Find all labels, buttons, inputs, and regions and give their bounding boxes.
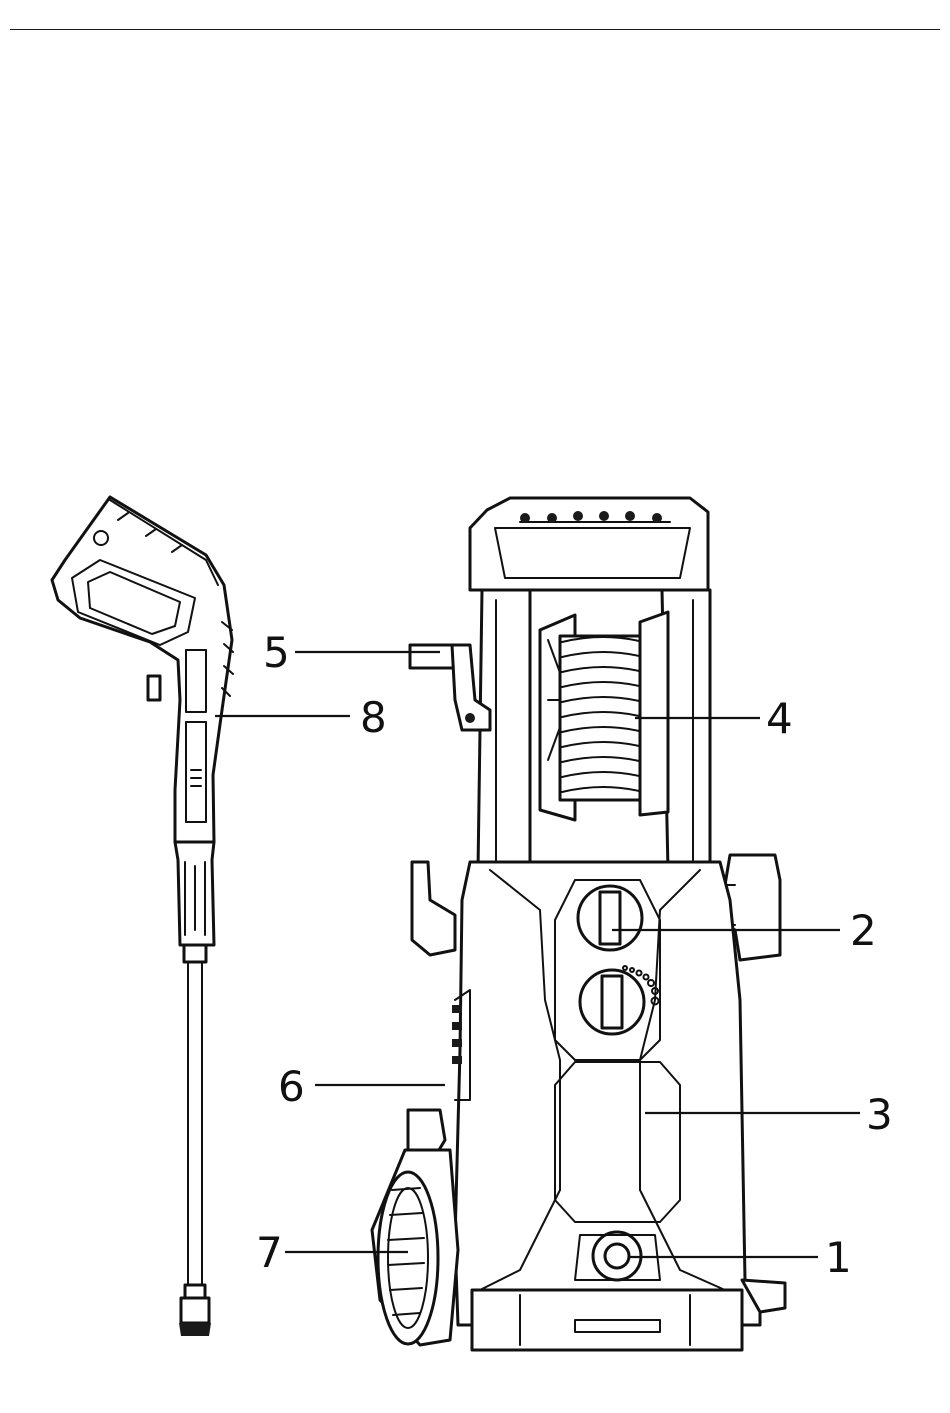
pressure-washer-body [372, 498, 785, 1350]
callout-label-6: 6 [278, 1062, 305, 1111]
callout-label-4: 4 [766, 694, 793, 743]
callout-label-8: 8 [360, 693, 387, 742]
callout-label-5: 5 [263, 628, 290, 677]
callout-label-1: 1 [825, 1233, 852, 1282]
callout-label-7: 7 [256, 1228, 283, 1277]
callout-label-3: 3 [866, 1090, 893, 1139]
spray-gun [52, 497, 233, 1336]
callout-label-2: 2 [850, 906, 877, 955]
